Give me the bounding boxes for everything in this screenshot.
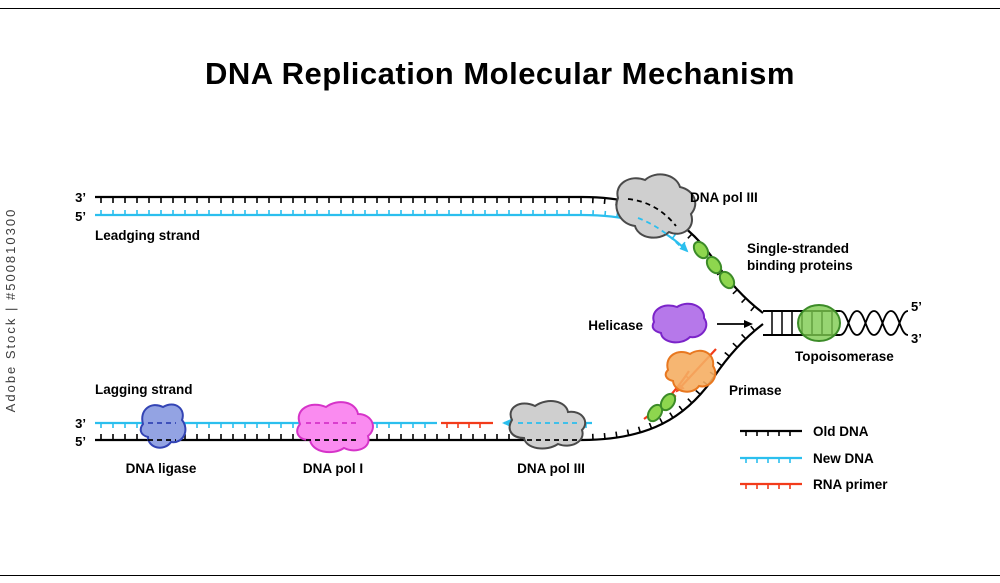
dna-ligase-blob: [139, 403, 187, 449]
leading-strand-label: Leadging strand: [95, 228, 200, 243]
top-left-5-prime-label: 5’: [75, 209, 86, 224]
legend-new-dna-label: New DNA: [813, 451, 874, 466]
helix-segment: [839, 310, 858, 336]
helicase-label: Helicase: [588, 318, 643, 333]
ssb-label-line1: Single-stranded: [747, 241, 849, 256]
dna-pol-iii-top-blob: [615, 173, 697, 239]
ssb-protein: [718, 270, 736, 290]
primase-blob: [664, 349, 717, 393]
dna-pol-iii-top-label: DNA pol III: [690, 190, 758, 205]
bottom-left-5-prime-label: 5’: [75, 434, 86, 449]
dna-pol-i-blob: [296, 401, 374, 454]
dna-pol-i-group: [296, 401, 374, 454]
legend: Old DNA New DNA RNA primer: [740, 424, 888, 492]
bottom-left-3-prime-label: 3’: [75, 416, 86, 431]
primase-label: Primase: [729, 383, 782, 398]
ssb-protein: [692, 240, 710, 260]
legend-rna-primer-label: RNA primer: [813, 477, 888, 492]
dna-pol-iii-top-group: [615, 173, 697, 247]
dna-pol-iii-bottom-group: [508, 400, 587, 450]
helix-segment: [890, 310, 909, 336]
helix-segment: [873, 310, 892, 336]
topoisomerase-blob: [797, 304, 841, 342]
hidden-new-dna-dashes: [637, 217, 681, 247]
dna-pol-iii-bottom-label: DNA pol III: [517, 461, 585, 476]
ssb-proteins-bottom: [646, 392, 677, 423]
watermark-text: Adobe Stock | #500810300: [3, 208, 18, 413]
legend-old-dna-label: Old DNA: [813, 424, 869, 439]
ssb-proteins-top: [692, 240, 736, 290]
dna-ligase-label: DNA ligase: [126, 461, 197, 476]
page-title: DNA Replication Molecular Mechanism: [205, 56, 795, 91]
helicase-blob: [651, 302, 708, 344]
dna-double-helix: [839, 310, 909, 336]
ssb-protein: [659, 392, 677, 412]
right-3-prime-label: 3’: [911, 331, 922, 346]
ssb-protein: [705, 255, 723, 275]
topoisomerase-label: Topoisomerase: [795, 349, 894, 364]
dna-pol-i-label: DNA pol I: [303, 461, 363, 476]
dna-pol-iii-bottom-blob: [508, 400, 587, 450]
helix-segment: [856, 310, 875, 336]
dna-ligase-group: [139, 403, 187, 449]
top-left-3-prime-label: 3’: [75, 190, 86, 205]
lagging-strand-label: Lagging strand: [95, 382, 193, 397]
hidden-old-dna-dashes: [627, 198, 677, 227]
right-5-prime-label: 5’: [911, 299, 922, 314]
ssb-label-line2: binding proteins: [747, 258, 853, 273]
